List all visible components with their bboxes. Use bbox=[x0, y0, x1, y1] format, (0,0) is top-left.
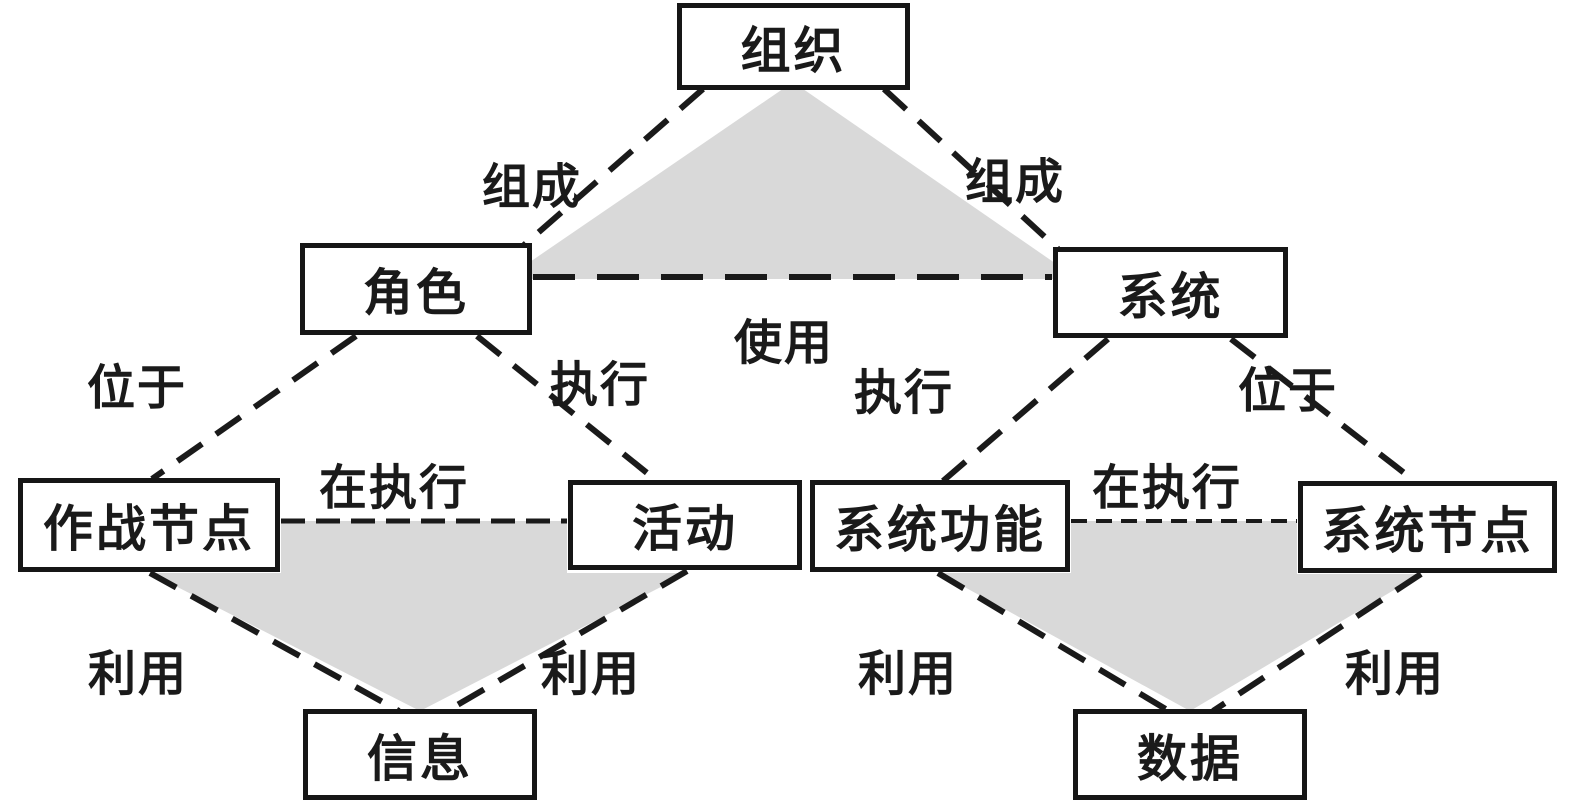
edge-label-executing-left: 在执行 bbox=[318, 462, 470, 515]
node-system-node: 系统节点 bbox=[1298, 481, 1557, 573]
edge-opnode-info bbox=[148, 570, 401, 714]
edge-label-located-left: 位于 bbox=[86, 362, 188, 415]
edge-org-system bbox=[881, 86, 1061, 252]
node-role: 角色 bbox=[300, 243, 532, 335]
node-organization: 组织 bbox=[677, 3, 910, 90]
edge-label-perform-left: 执行 bbox=[549, 359, 651, 412]
node-operational-node: 作战节点 bbox=[18, 478, 280, 572]
edge-org-role bbox=[522, 86, 705, 248]
node-system: 系统 bbox=[1053, 247, 1288, 338]
shade-left-v bbox=[150, 521, 688, 711]
edge-label-utilize-left-2: 利用 bbox=[540, 648, 642, 701]
edge-label-compose-left: 组成 bbox=[481, 161, 583, 214]
edge-label-executing-right: 在执行 bbox=[1091, 462, 1243, 515]
edge-label-utilize-right-2: 利用 bbox=[1344, 648, 1446, 701]
node-system-function: 系统功能 bbox=[810, 480, 1070, 572]
shade-top-triangle bbox=[505, 82, 1078, 279]
edge-sysnode-data bbox=[1211, 571, 1423, 714]
edge-label-use: 使用 bbox=[733, 317, 835, 370]
node-activity: 活动 bbox=[568, 480, 802, 570]
edge-label-utilize-left-1: 利用 bbox=[87, 648, 189, 701]
edge-label-compose-right: 组成 bbox=[964, 156, 1066, 209]
node-information: 信息 bbox=[303, 709, 537, 800]
node-data: 数据 bbox=[1073, 709, 1307, 800]
edge-role-opnode bbox=[150, 333, 358, 482]
edge-label-perform-right: 执行 bbox=[853, 367, 955, 420]
edge-system-sysfunc bbox=[941, 336, 1110, 484]
edge-label-utilize-right-1: 利用 bbox=[857, 648, 959, 701]
edge-system-sysnode bbox=[1229, 336, 1418, 485]
edge-role-activity bbox=[475, 333, 659, 484]
edge-label-located-right: 位于 bbox=[1237, 365, 1339, 418]
shade-right-v bbox=[939, 521, 1421, 711]
